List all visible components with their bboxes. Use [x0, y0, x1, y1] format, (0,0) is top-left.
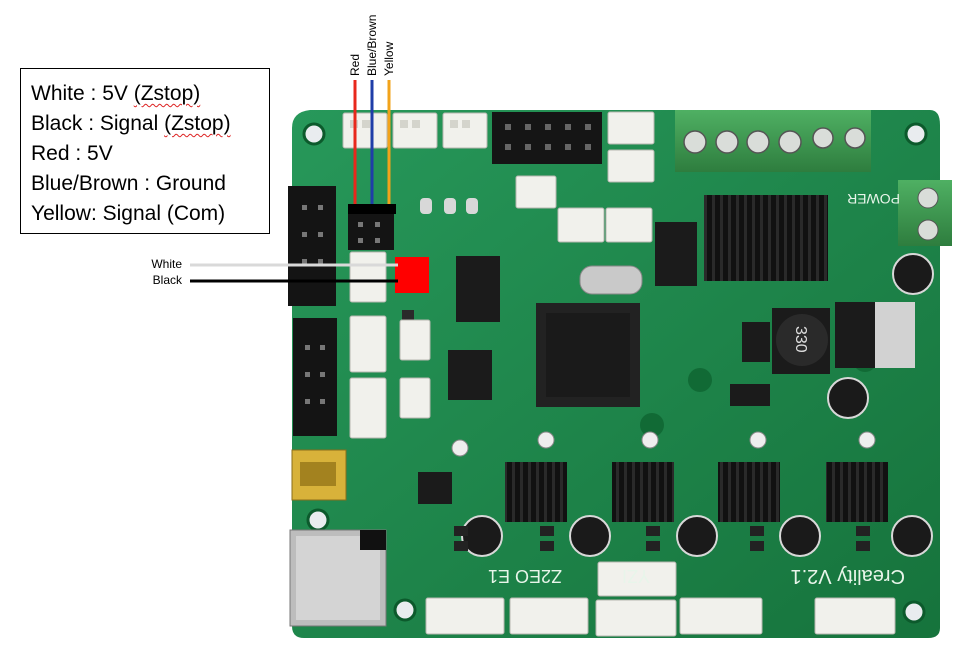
- smd-components: [418, 472, 870, 551]
- legend-line: Yellow: Signal (Com): [31, 199, 269, 229]
- silk-brand: Creality V2.1: [791, 565, 906, 587]
- endstop-connectors: [349, 251, 431, 439]
- legend-value: 5V: [87, 142, 113, 165]
- legend-value: Signal (Com): [102, 202, 226, 225]
- legend-label: Yellow: [31, 202, 91, 225]
- exp-headers: [288, 186, 394, 436]
- silk-power: POWER: [847, 191, 900, 207]
- mounting-holes: [302, 122, 928, 624]
- bottom-connectors: [425, 561, 896, 637]
- top-wire-label: Yellow: [382, 41, 396, 76]
- legend-line: Blue/Brown : Ground: [31, 169, 269, 199]
- mcu-chip: [402, 256, 643, 407]
- top-wire-label: Blue/Brown: [365, 14, 379, 76]
- side-wire-label: White: [151, 257, 182, 271]
- legend-line: Red : 5V: [31, 139, 269, 169]
- heatsink-power: [704, 195, 828, 281]
- top-wire-label: Red: [348, 53, 362, 76]
- legend-label: Red: [31, 142, 70, 165]
- wire-color-legend: White : 5V (Zstop)Black : Signal (Zstop)…: [20, 68, 270, 234]
- trimpots: [451, 431, 876, 457]
- wire-connector-housing: [348, 204, 396, 214]
- legend-label: Blue/Brown: [31, 172, 139, 195]
- legend-sep: :: [82, 112, 100, 135]
- legend-line: Black : Signal (Zstop): [31, 109, 269, 139]
- legend-sep: :: [90, 202, 103, 225]
- legend-sep: :: [84, 82, 103, 105]
- legend-label: White: [31, 82, 85, 105]
- legend-value: 5V: [102, 82, 134, 105]
- legend-value: Ground: [155, 172, 226, 195]
- inductor-330: [772, 308, 830, 374]
- aux-header: [492, 112, 602, 164]
- screw-terminals-power: [675, 110, 871, 172]
- capacitors: [461, 253, 934, 557]
- screw-terminal-dc-in: [898, 180, 952, 246]
- usb-port: [291, 449, 347, 501]
- legend-value: Signal: [99, 112, 165, 135]
- silk-axes: Z2EO E1: [488, 566, 562, 586]
- legend-sep: :: [138, 172, 156, 195]
- zstop-highlight: [395, 257, 429, 293]
- legend-note: (Zstop): [164, 112, 231, 135]
- legend-sep: :: [69, 142, 88, 165]
- sd-card-slot: [289, 529, 387, 627]
- silk-inductor: 330: [792, 326, 809, 353]
- silkscreen: Creality V2.1 Z2EO E1 YZI POWER 330: [488, 191, 905, 587]
- legend-note: (Zstop): [133, 82, 201, 105]
- top-wire-group: [353, 80, 391, 206]
- legend-label: Black: [31, 112, 83, 135]
- silk-axis-ids: YZI: [622, 566, 650, 586]
- stepper-heatsinks: [505, 462, 888, 522]
- side-wire-label: Black: [152, 273, 182, 287]
- legend-line: White : 5V (Zstop): [31, 79, 269, 109]
- side-wire-group: [190, 263, 398, 283]
